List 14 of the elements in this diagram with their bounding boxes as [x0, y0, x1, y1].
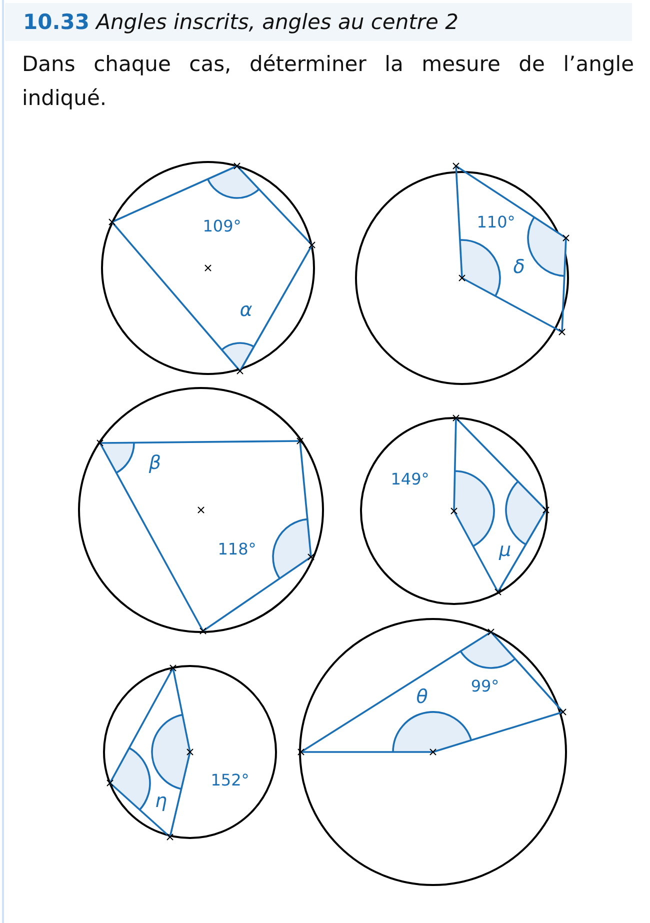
- angle-label: θ: [416, 686, 428, 708]
- angle-label: 118°: [218, 540, 256, 558]
- angle-label: 110°: [476, 212, 516, 232]
- angle-label: η: [154, 790, 168, 812]
- angle-label: 99°: [470, 676, 500, 696]
- exercise-title: 10.33 Angles inscrits, angles au centre 2: [5, 3, 632, 41]
- angle-label: μ: [498, 539, 512, 561]
- angle-label: β: [148, 452, 162, 474]
- angle-label: 109°: [202, 216, 242, 236]
- angle-label: 152°: [210, 770, 250, 790]
- angle-label: 149°: [390, 470, 430, 488]
- angle-label: α: [240, 299, 252, 321]
- angle-label: δ: [513, 256, 525, 278]
- instruction-text: Dans chaque cas, déterminer la mesure de l’angle indiqué.: [22, 51, 634, 112]
